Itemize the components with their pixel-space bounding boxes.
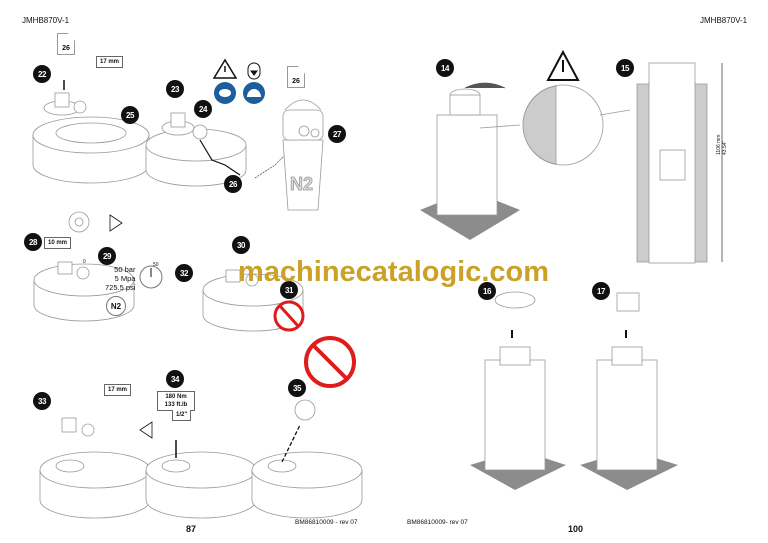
wrench-size-label: 10 mm	[44, 237, 72, 249]
step-callout: 16	[478, 282, 496, 300]
left-doc-code: BM86810009 - rev 07	[295, 519, 358, 526]
step-callout: 27	[328, 125, 346, 143]
torque-nm: 180 Nm	[165, 394, 187, 400]
step-callout: 25	[121, 106, 139, 124]
gauge-mark-zero: 0	[83, 259, 86, 265]
step-callout: 15	[616, 59, 634, 77]
step-callout: 31	[280, 281, 298, 299]
pressure-mpa: 5 Mpa	[114, 274, 136, 283]
warning-triangle-icon	[212, 58, 238, 79]
nitrogen-symbol: N2	[106, 296, 126, 316]
wrench-size-label: 17 mm	[96, 56, 124, 68]
drive-size-label: 1/2"	[172, 410, 192, 421]
step-callout: 23	[166, 80, 184, 98]
warning-triangle-icon-right	[546, 49, 580, 81]
seal-detail-magnifier	[479, 84, 631, 166]
height-dimension: 1106 mm 43.54"	[716, 135, 728, 155]
pressure-bar: 50 bar	[114, 265, 136, 274]
nitrogen-cylinder-drawing: N2	[282, 99, 324, 211]
column-drawing-16	[470, 291, 566, 490]
step-callout: 33	[33, 392, 51, 410]
watermark: machinecatalogic.com	[238, 256, 550, 288]
pressure-psi: 725.5 psi	[105, 283, 136, 292]
step-callout: 34	[166, 370, 184, 388]
precharge-pressure: 50 bar 5 Mpa 725.5 psi	[105, 265, 135, 292]
accumulator-drawing-28	[33, 211, 135, 322]
step-callout: 26	[224, 175, 242, 193]
gauge-mark-fifty: 50	[153, 262, 159, 268]
right-page-number: 100	[568, 524, 584, 534]
right-page-header: JMHB870V-1	[700, 16, 748, 25]
step-callout: 29	[98, 247, 116, 265]
svg-text:N2: N2	[290, 174, 313, 194]
document-reference-icon: 26	[287, 66, 305, 88]
column-drawing-14	[420, 82, 520, 240]
pressure-gauge-icon	[139, 265, 163, 289]
column-drawing-17	[580, 292, 678, 490]
step-callout: 35	[288, 379, 306, 397]
torque-ftlb: 133 ft.lb	[164, 402, 188, 408]
accumulator-drawing-23	[145, 112, 291, 187]
no-tampering-prohibition-icon	[304, 336, 356, 388]
step-callout: 14	[436, 59, 454, 77]
step-callout: 24	[194, 100, 212, 118]
torque-label: 180 Nm 133 ft.lb	[157, 391, 195, 411]
read-manual-icon	[247, 62, 261, 80]
accumulator-drawing-22	[32, 80, 150, 184]
left-page-number: 87	[186, 524, 197, 534]
step-callout: 28	[24, 233, 42, 251]
accumulator-drawing-35	[251, 399, 363, 519]
step-callout: 30	[232, 236, 250, 254]
right-doc-code: BM86810009- rev 07	[407, 519, 468, 526]
ppe-eye-protection-icon	[214, 82, 236, 104]
dimension-inch: 43.54"	[722, 140, 728, 155]
step-callout: 17	[592, 282, 610, 300]
accumulator-drawing-33	[39, 417, 151, 519]
accumulator-drawing-34	[139, 421, 257, 519]
document-reference-icon: 26	[57, 33, 75, 55]
step-callout: 22	[33, 65, 51, 83]
ppe-helmet-icon	[243, 82, 265, 104]
step-callout: 32	[175, 264, 193, 282]
wrench-size-label: 17 mm	[104, 384, 132, 396]
column-section-drawing-15	[636, 62, 723, 264]
no-nitrogen-prohibition-icon	[273, 300, 305, 332]
left-page-header: JMHB870V-1	[22, 16, 70, 25]
